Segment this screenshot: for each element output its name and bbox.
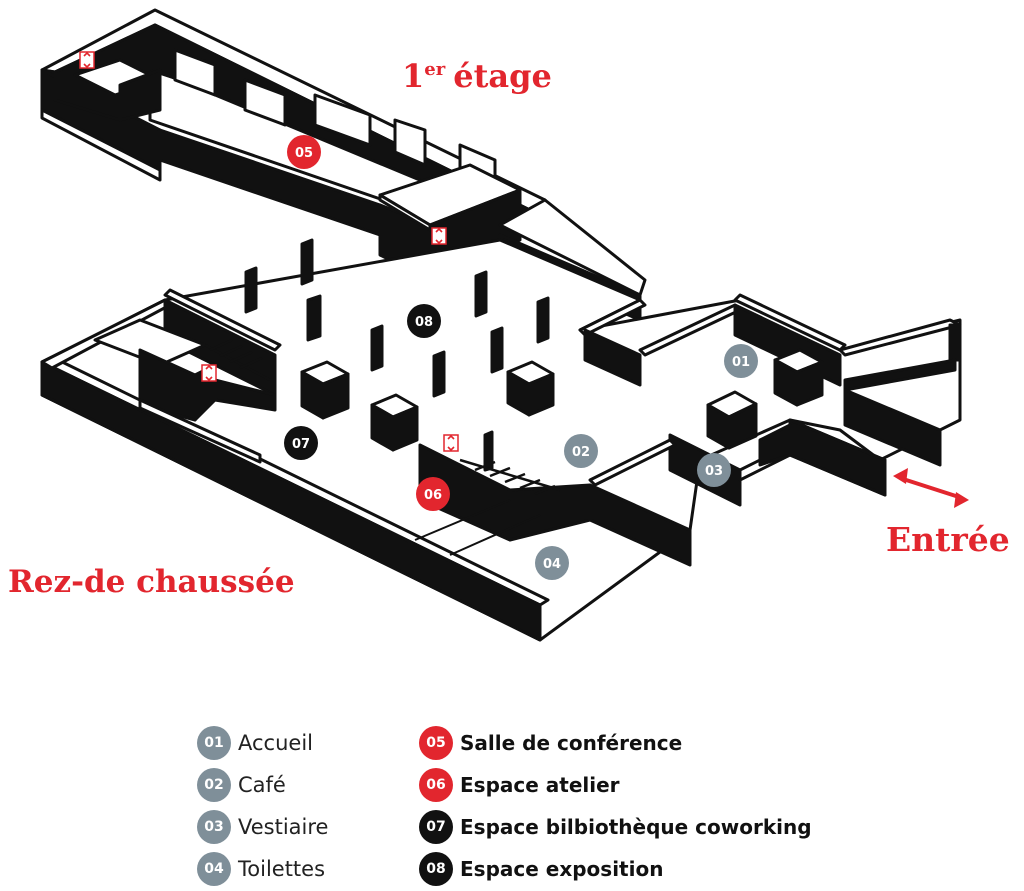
room-marker-circle bbox=[724, 344, 758, 378]
first-floor bbox=[40, 8, 647, 322]
legend-item-06: 06 Espace atelier bbox=[419, 764, 812, 806]
legend-badge: 04 bbox=[197, 852, 231, 886]
legend-badge: 01 bbox=[197, 726, 231, 760]
room-marker-number: 07 bbox=[292, 437, 310, 452]
room-marker-07: 07 bbox=[284, 426, 318, 460]
legend-item-05: 05 Salle de conférence bbox=[419, 722, 812, 764]
legend-label: Vestiaire bbox=[238, 815, 329, 839]
elevator-icon bbox=[443, 434, 459, 452]
legend-label: Salle de conférence bbox=[460, 731, 683, 755]
cloakroom-box bbox=[706, 390, 758, 450]
legend-badge: 07 bbox=[419, 810, 453, 844]
elevator-icon bbox=[201, 364, 217, 382]
legend-badge: 02 bbox=[197, 768, 231, 802]
room-marker-03: 03 bbox=[697, 453, 731, 487]
legend-badge: 05 bbox=[419, 726, 453, 760]
display-cubes bbox=[300, 360, 555, 452]
reception-desk bbox=[773, 348, 824, 407]
legend-badge: 03 bbox=[197, 810, 231, 844]
legend-item-08: 08 Espace exposition bbox=[419, 848, 812, 890]
elevator-icon bbox=[79, 51, 95, 69]
legend-item-01: 01 Accueil bbox=[197, 722, 328, 764]
room-marker-number: 01 bbox=[732, 355, 750, 370]
room-marker-circle bbox=[564, 434, 598, 468]
room-marker-circle bbox=[697, 453, 731, 487]
room-marker-02: 02 bbox=[564, 434, 598, 468]
legend-ground-services: 01 Accueil 02 Café 03 Vestiaire 04 Toilettes bbox=[197, 722, 328, 890]
entrance-label: Entrée bbox=[886, 520, 1010, 559]
legend-label: Espace atelier bbox=[460, 773, 620, 797]
room-marker-06: 06 bbox=[416, 477, 450, 511]
room-marker-circle bbox=[416, 477, 450, 511]
room-marker-number: 05 bbox=[295, 146, 313, 161]
room-marker-circle bbox=[535, 546, 569, 580]
ground-floor-title: Rez-de chaussée bbox=[8, 564, 295, 600]
room-marker-08: 08 bbox=[407, 304, 441, 338]
room-marker-number: 03 bbox=[705, 464, 723, 479]
room-marker-number: 06 bbox=[424, 488, 442, 503]
room-marker-05: 05 bbox=[287, 135, 321, 169]
room-marker-number: 08 bbox=[415, 315, 433, 330]
legend-label: Café bbox=[238, 773, 286, 797]
room-marker-number: 04 bbox=[543, 557, 561, 572]
legend-label: Toilettes bbox=[238, 857, 326, 881]
double-arrow-icon bbox=[893, 468, 969, 508]
legend-label: Accueil bbox=[238, 731, 313, 755]
legend-badge: 06 bbox=[419, 768, 453, 802]
elevator-icon bbox=[431, 227, 447, 245]
legend-item-04: 04 Toilettes bbox=[197, 848, 328, 890]
legend-item-03: 03 Vestiaire bbox=[197, 806, 328, 848]
legend-label: Espace bilbiothèque coworking bbox=[460, 815, 812, 839]
legend-label: Espace exposition bbox=[460, 857, 664, 881]
legend-item-07: 07 Espace bilbiothèque coworking bbox=[419, 806, 812, 848]
ground-floor bbox=[40, 238, 962, 642]
pillars bbox=[244, 238, 550, 398]
legend-item-02: 02 Café bbox=[197, 764, 328, 806]
room-marker-circle bbox=[287, 135, 321, 169]
legend-badge: 08 bbox=[419, 852, 453, 886]
room-marker-04: 04 bbox=[535, 546, 569, 580]
room-marker-circle bbox=[407, 304, 441, 338]
room-marker-circle bbox=[284, 426, 318, 460]
room-marker-01: 01 bbox=[724, 344, 758, 378]
room-marker-number: 02 bbox=[572, 445, 590, 460]
